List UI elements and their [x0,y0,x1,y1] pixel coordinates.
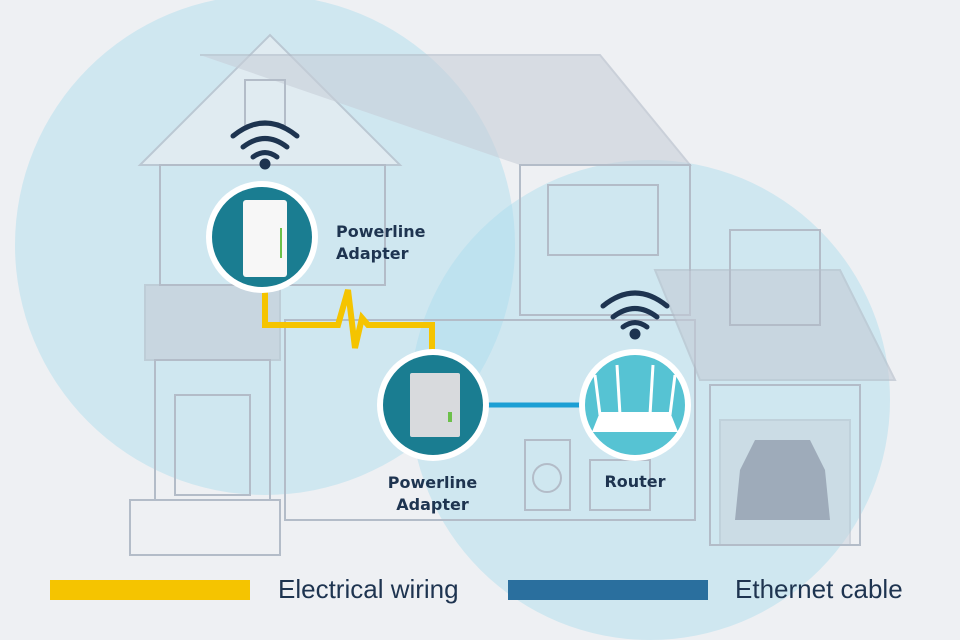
router-label: Router [604,472,666,491]
electrical-wiring-legend: Electrical wiring [278,574,459,604]
electrical-wiring-line [262,289,435,350]
adapter-2-label-line1: Powerline [387,473,478,492]
electrical-wiring-swatch [50,580,250,600]
adapter-1-label-line2: Adapter [336,244,409,263]
wifi-icon-adapter [230,120,300,170]
device-router [579,349,691,461]
adapter-1-label-line1: Powerline [336,222,426,241]
ethernet-cable-legend: Ethernet cable [735,574,903,604]
ethernet-cable-swatch [508,580,708,600]
device-powerline-adapter-1 [206,181,318,293]
car-icon [735,440,830,520]
wifi-icon-router [600,290,670,340]
house-illustration [129,33,897,556]
adapter-2-label-line2: Adapter [396,495,469,514]
device-powerline-adapter-2 [377,349,489,461]
